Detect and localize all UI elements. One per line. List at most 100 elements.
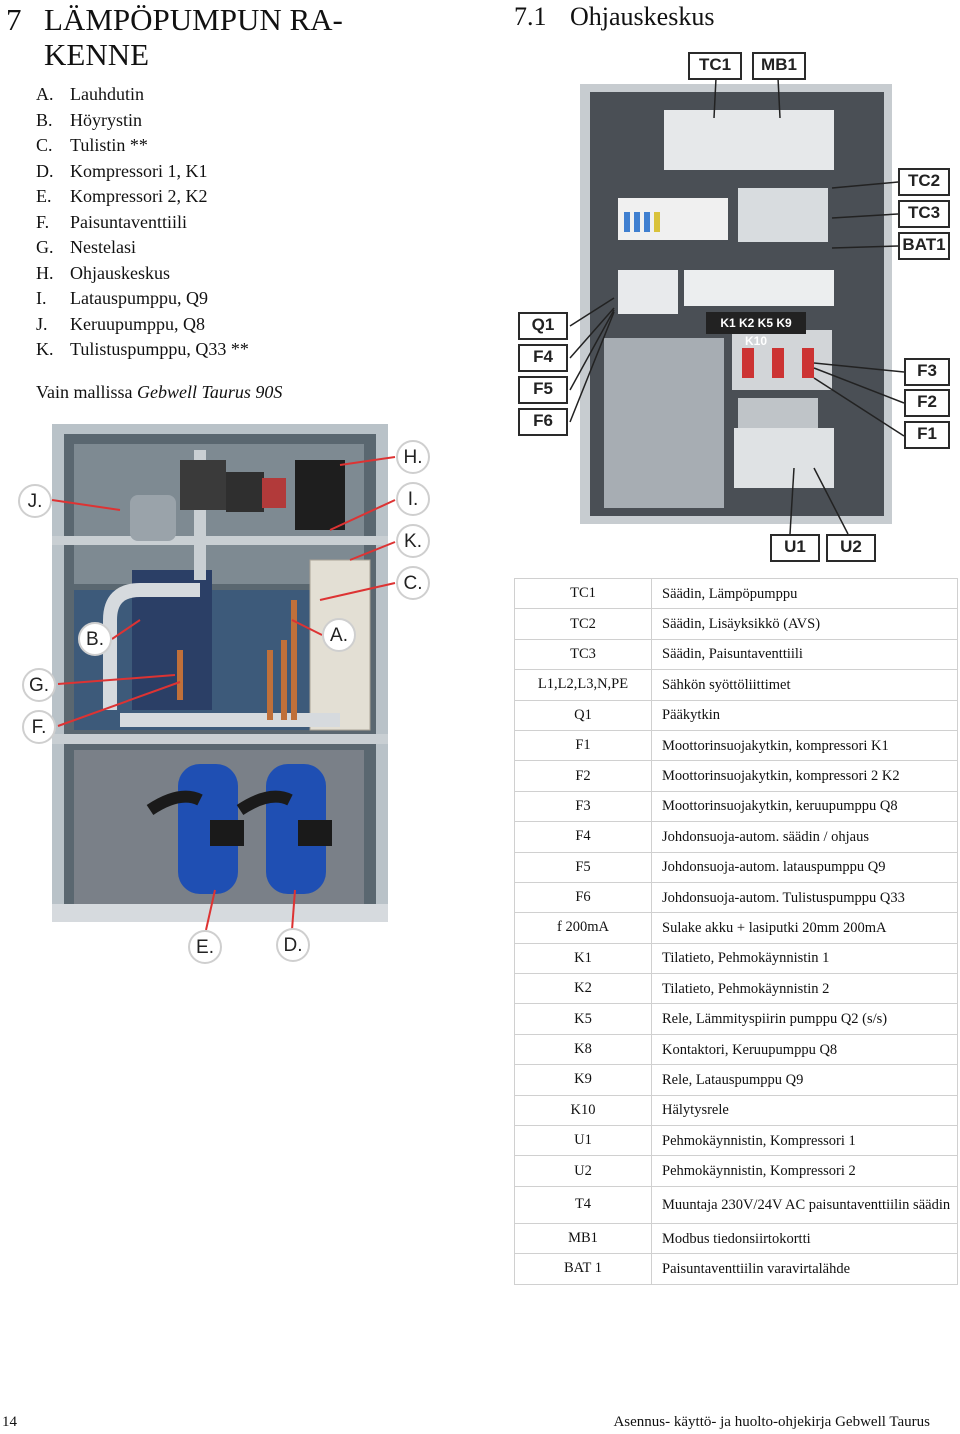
- label-f1: F1: [904, 421, 950, 449]
- component-code: K9: [514, 1064, 652, 1096]
- label-f6: F6: [518, 408, 568, 436]
- component-code: U2: [514, 1155, 652, 1187]
- component-code: T4: [514, 1185, 652, 1224]
- component-code: F2: [514, 760, 652, 792]
- callout-g: G.: [22, 668, 56, 702]
- component-description: Kontaktori, Keruupumppu Q8: [651, 1033, 958, 1066]
- list-item: I.Latauspumppu, Q9: [36, 288, 208, 308]
- list-item: E.Kompressori 2, K2: [36, 186, 208, 206]
- component-description: Säädin, Lämpöpumppu: [651, 577, 958, 610]
- component-description: Johdonsuoja-autom. Tulistuspumppu Q33: [651, 881, 958, 914]
- component-description: Paisuntaventtiilin varavirtalähde: [651, 1253, 958, 1285]
- callout-k: K.: [396, 524, 430, 558]
- component-description: Hälytysrele: [651, 1094, 958, 1127]
- component-code: TC2: [514, 608, 652, 640]
- component-description: Johdonsuoja-autom. latauspumppu Q9: [651, 851, 958, 883]
- footer-text: Asennus- käyttö- ja huolto-ohjekirja Geb…: [613, 1414, 930, 1430]
- callout-e: E.: [188, 930, 222, 964]
- component-description: Moottorinsuojakytkin, kompressori 2 K2: [651, 760, 958, 792]
- component-description: Johdonsuoja-autom. säädin / ohjaus: [651, 821, 958, 853]
- label-f3: F3: [904, 358, 950, 386]
- component-code: MB1: [514, 1222, 652, 1255]
- component-description: Tilatieto, Pehmokäynnistin 2: [651, 973, 958, 1005]
- component-code: K8: [514, 1033, 652, 1066]
- list-item: F.Paisuntaventtiili: [36, 211, 187, 232]
- component-code: TC3: [514, 638, 652, 671]
- component-code: F1: [514, 729, 652, 762]
- callout-d: D.: [276, 928, 310, 962]
- subsection-title: Ohjauskeskus: [570, 2, 715, 31]
- component-description: Pehmokäynnistin, Kompressori 1: [651, 1125, 958, 1157]
- section-number: 7: [6, 2, 22, 37]
- label-u2: U2: [826, 534, 876, 562]
- list-item: C.Tulistin **: [36, 135, 148, 155]
- model-note: Vain mallissa Gebwell Taurus 90S: [36, 382, 283, 402]
- component-code: f 200mA: [514, 912, 652, 944]
- page-number: 14: [2, 1414, 17, 1430]
- list-item: A.Lauhdutin: [36, 84, 144, 104]
- component-description: Moottorinsuojakytkin, kompressori K1: [651, 729, 958, 762]
- component-description: Säädin, Lisäyksikkö (AVS): [651, 608, 958, 640]
- list-item: J.Keruupumppu, Q8: [36, 313, 205, 334]
- label-u1: U1: [770, 534, 820, 562]
- label-mb1: MB1: [752, 52, 806, 80]
- component-description: Pehmokäynnistin, Kompressori 2: [651, 1155, 958, 1187]
- heatpump-illustration: [51, 424, 396, 931]
- component-code: K1: [514, 942, 652, 975]
- callout-h: H.: [396, 440, 430, 474]
- label-f5: F5: [518, 376, 568, 404]
- component-description: Rele, Lämmityspiirin pumppu Q2 (s/s): [651, 1003, 958, 1035]
- callout-b: B.: [78, 622, 112, 656]
- component-code: F3: [514, 790, 652, 823]
- control-center-illustration: [569, 77, 905, 535]
- control-center-photo: TC1 MB1 TC2 TC3 BAT1 F3 F2 F1 Q1 F4 F5 F…: [514, 48, 960, 568]
- label-tc1: TC1: [688, 52, 742, 80]
- component-description: Modbus tiedonsiirtokortti: [651, 1222, 958, 1255]
- component-code: L1,L2,L3,N,PE: [514, 669, 652, 701]
- component-description: Moottorinsuojakytkin, keruupumppu Q8: [651, 790, 958, 823]
- component-description: Rele, Latauspumppu Q9: [651, 1064, 958, 1096]
- component-description: Säädin, Paisuntaventtiili: [651, 638, 958, 671]
- component-code: F4: [514, 821, 652, 853]
- component-code: TC1: [514, 577, 652, 610]
- list-item: D.Kompressori 1, K1: [36, 160, 208, 181]
- component-description: Pääkytkin: [651, 699, 958, 731]
- list-item: B.Höyrystin: [36, 109, 142, 130]
- label-tc2: TC2: [898, 168, 950, 196]
- component-code: K2: [514, 973, 652, 1005]
- label-bat1: BAT1: [898, 232, 950, 260]
- component-code: K5: [514, 1003, 652, 1035]
- label-q1: Q1: [518, 312, 568, 340]
- callout-f: F.: [22, 710, 56, 744]
- label-f2: F2: [904, 389, 950, 417]
- callout-j: J.: [18, 484, 52, 518]
- callout-a: A.: [322, 618, 356, 652]
- label-tc3: TC3: [898, 200, 950, 228]
- subsection-number: 7.1: [514, 2, 547, 31]
- component-code: F5: [514, 851, 652, 883]
- list-item: H.Ohjauskeskus: [36, 262, 170, 283]
- callout-i: I.: [396, 482, 430, 516]
- component-description: Muuntaja 230V/24V AC paisuntaventtiilin …: [651, 1185, 958, 1224]
- callout-c: C.: [396, 566, 430, 600]
- component-code: BAT 1: [514, 1253, 652, 1285]
